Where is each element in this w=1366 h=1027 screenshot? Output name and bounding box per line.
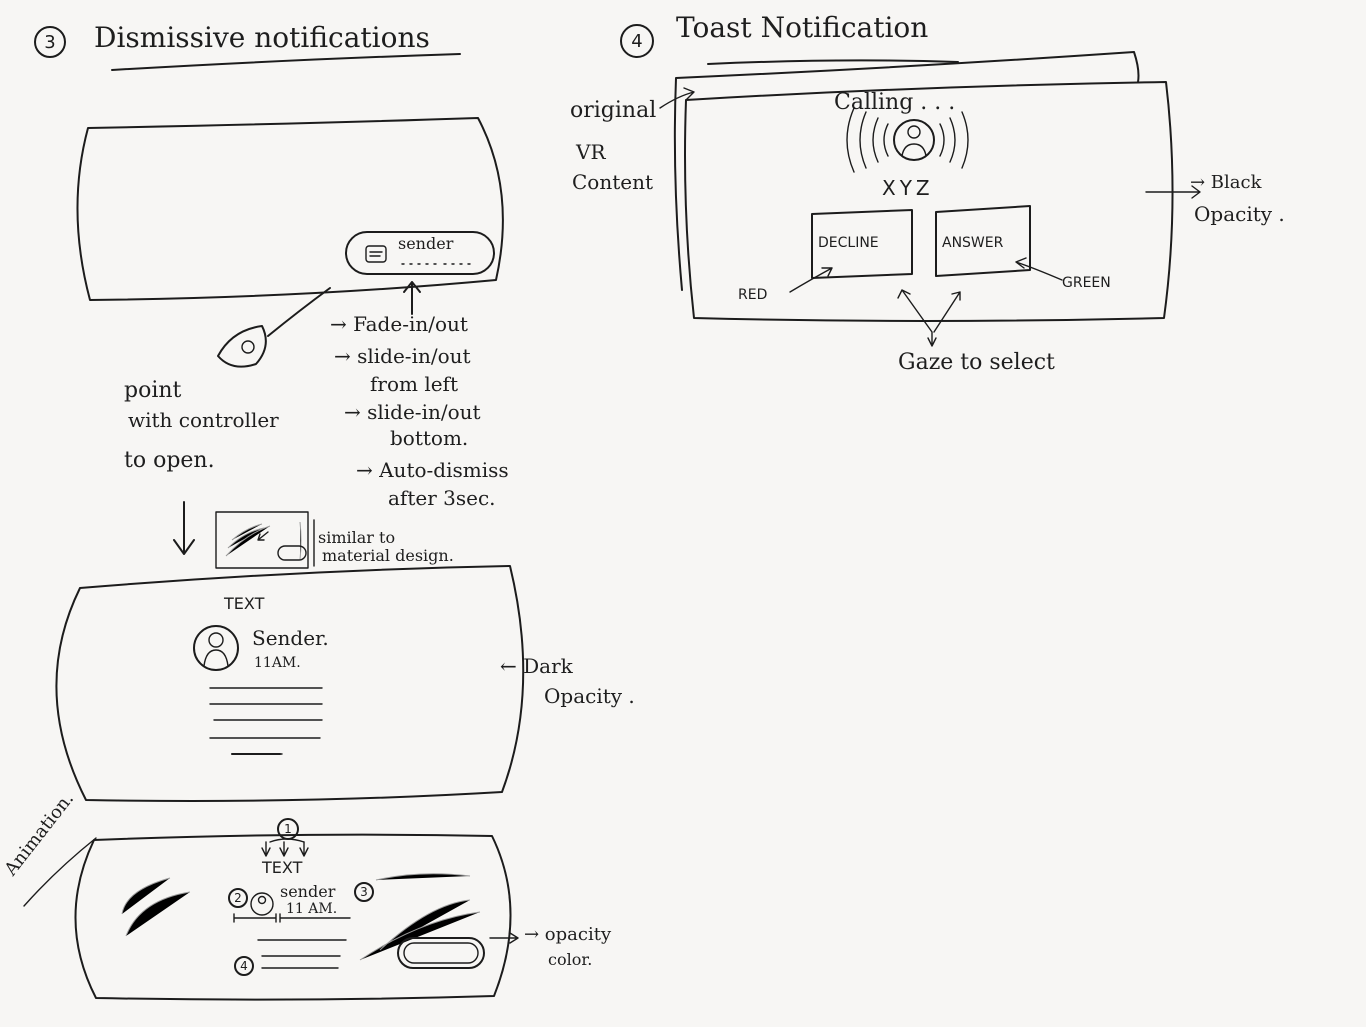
section-3-title: Dismissive notifications: [94, 21, 430, 54]
step-1-number: 1: [277, 818, 299, 840]
vr-panel-collapsed: [76, 117, 504, 301]
behavior-auto-dismiss: → Auto-dismiss: [356, 458, 509, 482]
animation-title: TEXT: [262, 858, 303, 877]
notification-pill: [345, 231, 495, 275]
green-label: GREEN: [1062, 275, 1111, 291]
calling-text: Calling . . .: [834, 90, 956, 115]
vr-card-back: [673, 51, 1140, 291]
opacity-color-1: → opacity: [524, 924, 612, 945]
answer-button[interactable]: ANSWER: [942, 235, 1004, 251]
animation-text-lines: [257, 939, 347, 969]
ringing-waves: [846, 107, 969, 173]
step-3-number: 3: [354, 882, 374, 902]
vr-card-front: [684, 81, 1174, 322]
dark-opacity-2: Opacity .: [544, 684, 635, 708]
vr-panel-expanded: [55, 565, 525, 802]
animation-label-underline: [23, 837, 97, 907]
notification-icon: [365, 245, 387, 263]
red-label: RED: [738, 287, 768, 303]
down-arrow: [173, 501, 195, 555]
controller-icon: [217, 325, 267, 368]
decline-button-box: [811, 209, 913, 279]
section-3-number: 3: [34, 26, 66, 58]
step-4-number: 4: [234, 956, 254, 976]
behavior-slide-bottom: → slide-in/out: [344, 400, 481, 424]
similar-note-1: similar to: [318, 528, 396, 547]
body-text-lines: [209, 687, 323, 755]
decline-button[interactable]: DECLINE: [818, 235, 879, 251]
animation-time: 11 AM.: [286, 901, 338, 917]
behavior-slide-left: → slide-in/out: [334, 344, 471, 368]
vr-panel-animation: [74, 833, 512, 1001]
material-thumbnail: [215, 511, 309, 569]
avatar: [193, 625, 239, 671]
behavior-slide-bottom-2: bottom.: [390, 426, 469, 450]
animation-avatar: [250, 892, 274, 916]
original-label-3: Content: [572, 170, 654, 194]
expanded-title: TEXT: [224, 594, 265, 613]
controller-note-1: point: [124, 378, 182, 403]
opacity-color-2: color.: [548, 950, 593, 969]
section-4-number: 4: [620, 24, 654, 58]
original-label-1: original: [570, 98, 657, 123]
controller-note-2: with controller: [128, 408, 279, 432]
similar-note-2: material design.: [322, 546, 454, 565]
animation-pill: [397, 937, 485, 969]
answer-button-box: [935, 205, 1031, 277]
controller-ray: [267, 287, 331, 337]
caller-name: XYZ: [882, 176, 934, 200]
behavior-slide-left-2: from left: [370, 372, 458, 396]
black-opacity-2: Opacity .: [1194, 202, 1285, 226]
black-opacity-1: → Black: [1190, 172, 1262, 193]
gaze-arrows: [897, 289, 961, 347]
behavior-auto-dismiss-2: after 3sec.: [388, 486, 496, 510]
gaze-to-select: Gaze to select: [898, 350, 1055, 375]
controller-note-3: to open.: [124, 448, 215, 473]
title-underline-4: [707, 59, 959, 65]
pill-sender-label: sender: [398, 234, 454, 253]
animation-sender: sender: [280, 882, 336, 901]
dark-opacity-1: ← Dark: [500, 654, 573, 678]
step-2-number: 2: [228, 888, 248, 908]
behavior-fade: → Fade-in/out: [330, 312, 468, 336]
title-underline-3: [111, 53, 461, 71]
expanded-time: 11AM.: [254, 655, 301, 671]
arrow-to-pill: [403, 281, 421, 315]
original-label-2: VR: [576, 140, 606, 164]
section-4-title: Toast Notification: [676, 11, 929, 44]
caller-avatar: [893, 119, 935, 161]
expanded-sender: Sender.: [252, 626, 329, 650]
